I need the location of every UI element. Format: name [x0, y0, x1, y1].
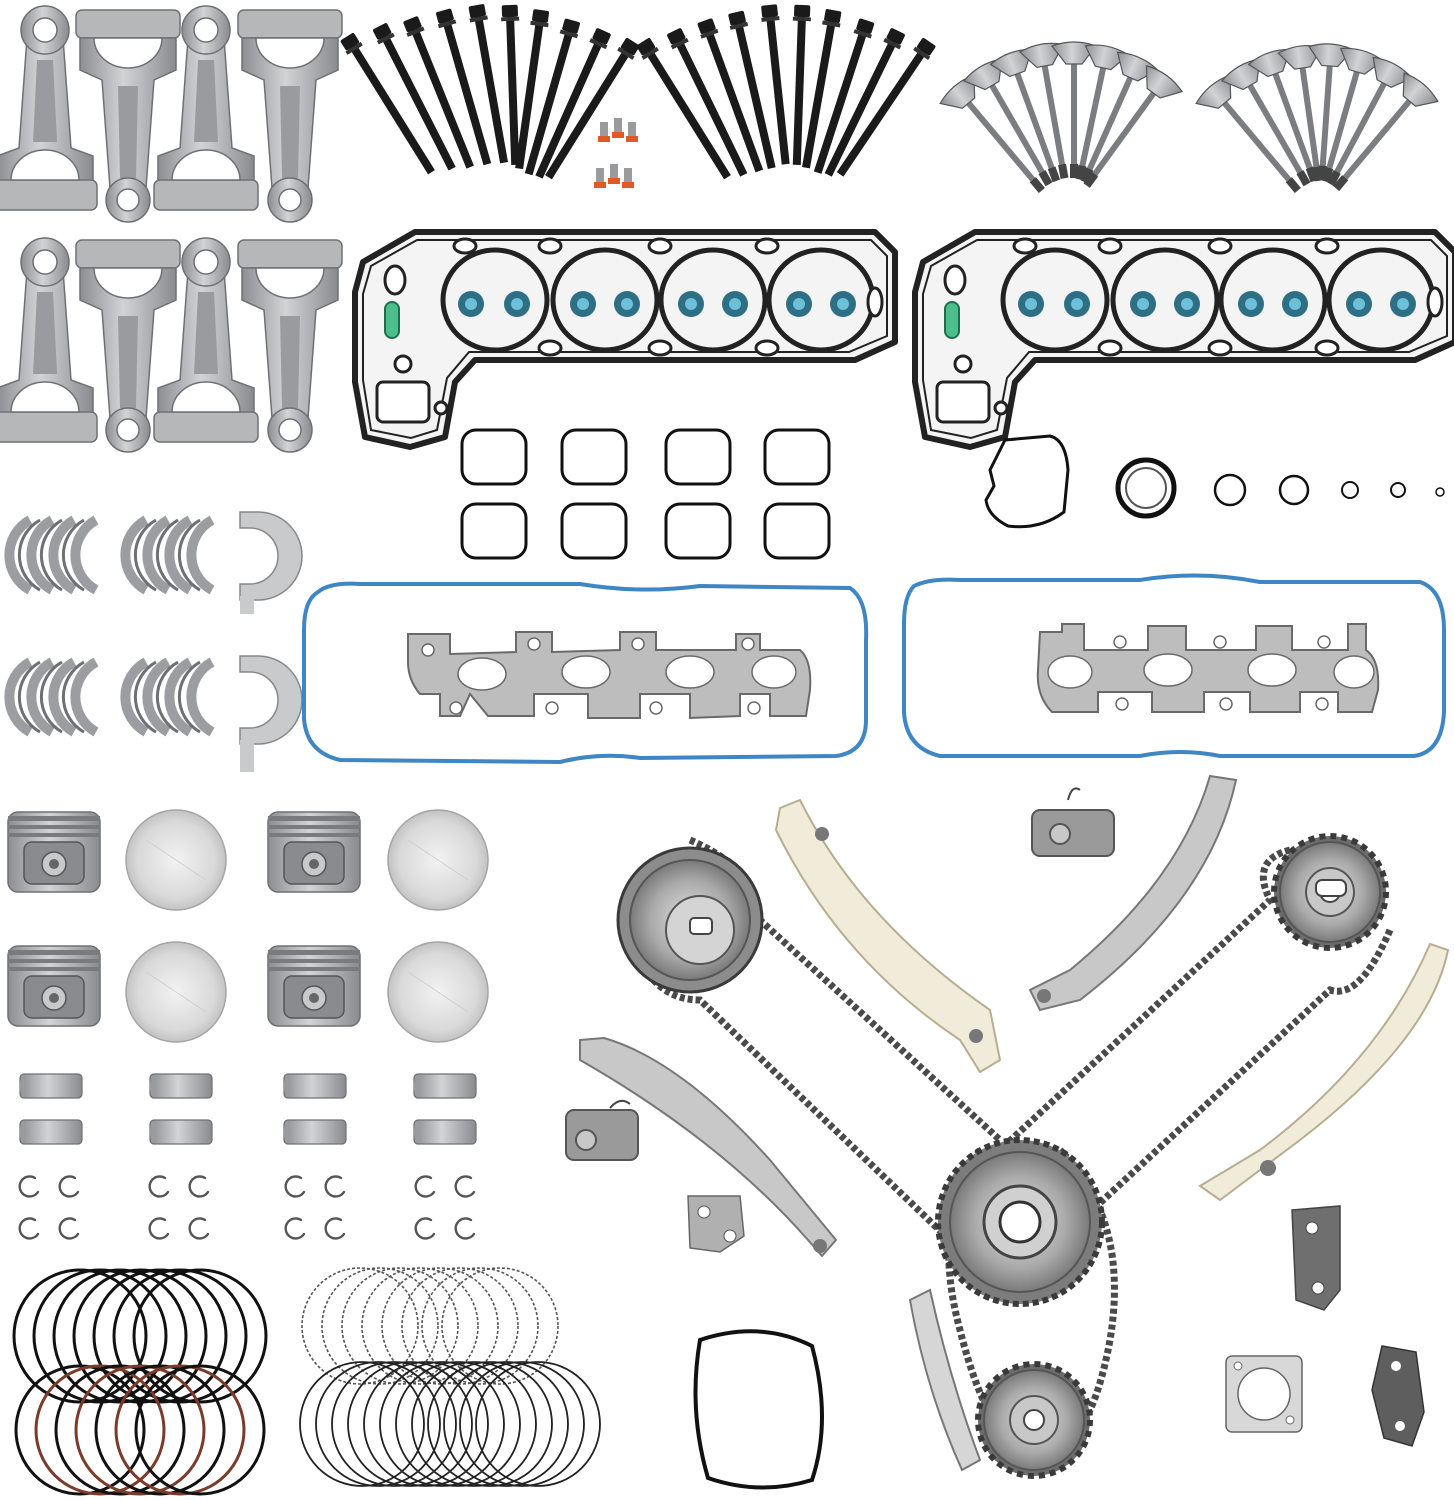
- o-rings: [1115, 457, 1445, 519]
- tensioner-shim-plates: [687, 1195, 1341, 1311]
- head-bolts-right: [635, 4, 938, 182]
- exhaust-manifold-gasket-left: [407, 631, 812, 720]
- chain-tensioners: [565, 787, 1115, 1161]
- valves-exhaust: [1192, 41, 1442, 206]
- valve-cover-gasket-left: [302, 581, 869, 765]
- connecting-rods: [0, 5, 343, 453]
- wrist-pins: [19, 1073, 477, 1145]
- valve-cover-gasket-right: [902, 573, 1446, 758]
- piston-rings-brown: [14, 1364, 266, 1496]
- idler-sprocket: [978, 1364, 1090, 1476]
- valves-intake: [936, 39, 1185, 206]
- oil-pump-gaskets: [693, 1329, 1425, 1490]
- thrust-washers: [239, 511, 303, 772]
- cam-sprocket-right: [1274, 836, 1386, 948]
- head-gasket-right: [915, 232, 1454, 447]
- timing-chain-guides: [579, 774, 1450, 1472]
- flange-bolts: [594, 118, 638, 188]
- crank-sprocket-double: [935, 1137, 1105, 1307]
- exhaust-manifold-gasket-right: [1036, 623, 1380, 713]
- intake-port-gaskets: [460, 428, 831, 560]
- head-gasket-left: [355, 232, 895, 447]
- head-bolts-left: [339, 3, 641, 182]
- pin-retaining-clips: [18, 1175, 476, 1240]
- water-pump-gasket: [984, 434, 1070, 529]
- bearings-lower: [9, 662, 212, 732]
- piston-rings-black: [12, 1268, 268, 1404]
- bearings-upper: [9, 520, 212, 590]
- cam-phaser-left: [616, 846, 764, 994]
- pistons: [7, 809, 489, 1043]
- oil-rails: [299, 1361, 601, 1487]
- oil-ring-expanders: [301, 1267, 559, 1385]
